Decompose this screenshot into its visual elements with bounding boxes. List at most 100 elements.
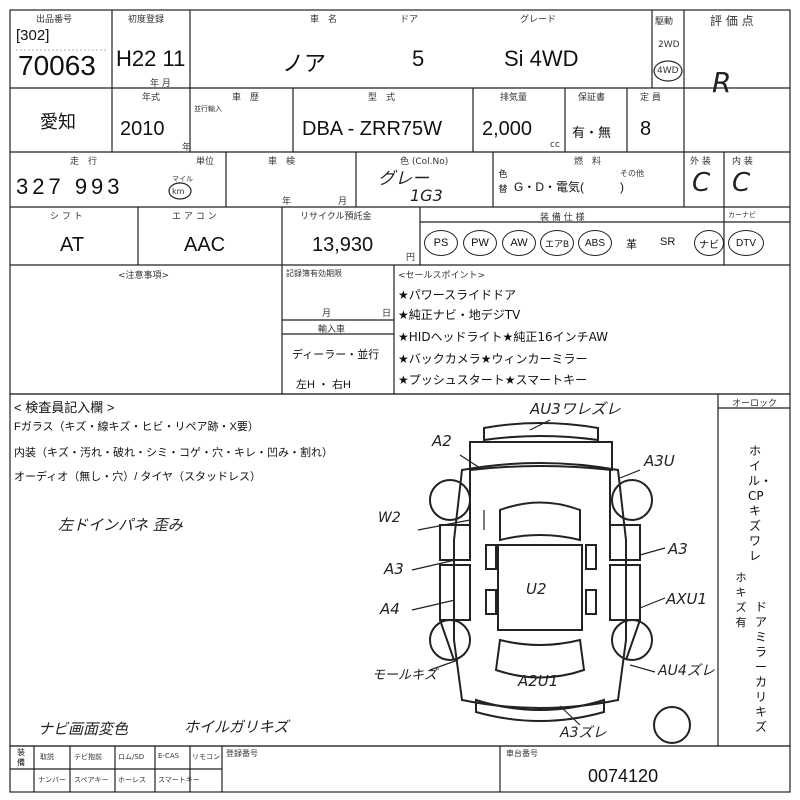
label-record-month: 月 [322,309,332,319]
interior-grade: C [732,168,751,198]
model-name: ノア [282,51,327,76]
sales-point: ★HIDヘッドライト★純正16インチAW [398,330,609,344]
label-warranty: 保証書 [578,93,606,103]
equip-aw: AW [502,230,536,256]
label-first-registration: 初度登録 [128,15,165,25]
grade: Si 4WD [504,46,579,71]
equip-sr: SR [660,236,676,248]
equip-abs: ABS [578,230,612,256]
label-notes: <注意事項> [118,271,170,281]
bottom-item: 取説 [40,753,54,761]
damage-mark: A3 [384,560,404,578]
recycle-fee: 13,930 [312,234,374,256]
import-dealer: ディーラー・並行 [292,349,380,361]
label-inspection: 車 歴 [232,93,260,103]
damage-mark: A3ズレ [560,725,607,741]
label-exterior: 外 装 [690,157,711,167]
label-import: 並行輸入 [194,105,222,113]
label-year-unit: 年 [182,143,192,153]
label-shaken: 車 検 [268,157,296,167]
label-sales-points: <セールスポイント> [398,271,486,281]
equip-navi: ナビ [694,230,724,256]
equip-airbag: エアB [540,230,574,256]
label-seats: 定 員 [640,93,661,103]
inspector-audio-tire: オーディオ（無し・穴）/ タイヤ（スタッドレス） [14,471,262,483]
warranty-options: 有・無 [572,125,612,140]
inspector-glass: Fガラス（キズ・線キズ・ヒビ・リペア跡・X要） [14,421,259,433]
label-cc-unit: cc [550,140,560,150]
drive-option-4wd: 4WD [657,66,679,76]
label-lot-number: 出品番号 [36,15,73,25]
damage-mark: モールキズ [372,668,438,683]
mileage: 327 993 [16,174,124,199]
label-month: 年 月 [150,79,171,89]
lot-number: 70063 [18,50,96,81]
label-record-day: 日 [382,309,392,319]
bottom-item: E-CAS [158,752,180,760]
prefecture: 愛知 [40,112,76,132]
damage-mark: A4 [380,600,400,618]
damage-mark: A2U1 [518,672,559,690]
label-mileage: 走 行 [70,157,98,167]
mileage-unit-miles: マイル [172,175,193,183]
bottom-item: ホーレス [118,776,146,784]
equip-pw: PW [463,230,497,256]
label-grade: グレード [520,15,557,25]
sales-point: ★バックカメラ★ウィンカーミラー [398,352,588,366]
label-car-navi: カーナビ [728,211,756,219]
displacement: 2,000 [482,118,533,140]
model-code: DBA - ZRR75W [302,118,443,140]
wheel-note-2: ホキズ有 [735,571,747,629]
sales-point: ★純正ナビ・地デジTV [398,308,521,322]
doors: 5 [412,46,425,71]
damage-mark: W2 [378,510,401,526]
label-color-change: 色替 [498,170,508,195]
mileage-unit-km: km [172,187,185,196]
first-registration: H22 11 [116,46,186,71]
aircon: AAC [184,234,226,256]
equip-leather: 革 [626,239,637,251]
exterior-grade: C [692,168,711,198]
label-equipment-bottom: 装備 [17,748,25,767]
color-code: 1G3 [410,186,443,205]
bottom-item: リモコン [192,753,220,761]
damage-mark: A3U [644,452,675,470]
label-chassis-number: 車台番号 [506,749,538,758]
inspector-section-title: < 検査員記入欄 > [14,400,115,415]
label-model-name: 車 名 [310,15,338,25]
damage-mark: U2 [526,580,547,598]
label-equipment: 装 備 仕 様 [540,213,585,223]
label-shaken-month: 月 [338,197,348,207]
label-doors: ドア [400,15,419,25]
label-score: 評 価 点 [710,14,754,28]
color: グレー [378,169,429,189]
mirror-note: ドアミラーカリキズ [754,600,767,734]
label-import-car: 輸入車 [318,325,346,335]
label-shift: シ フ ト [50,212,83,222]
label-fuel-other: その他 [620,169,644,178]
label-model-year: 年式 [142,93,161,103]
seats: 8 [640,118,652,140]
label-interior: 内 装 [732,157,753,167]
sales-point: ★プッシュスタート★スマートキー [398,373,588,387]
label-color: 色 (Col.No) [400,157,449,167]
label-drive: 駆動 [655,17,674,27]
bottom-item: ロム/SD [118,753,145,761]
label-shaken-year: 年 [282,197,292,207]
bottom-item: テビ抱前 [74,753,102,761]
drive-option-2wd: 2WD [658,40,680,50]
label-record-expiry: 記録簿有効期限 [286,269,342,278]
shift: AT [60,234,85,256]
bottom-item: スペアキー [74,776,109,784]
label-auto-lock: オーロック [732,399,778,409]
auction-code: [302] [16,27,50,44]
steering-side: 左H ・ 右H [296,379,351,391]
inspector-note-1: 左ドインパネ 歪み [58,516,183,534]
equip-dtv: DTV [728,230,764,256]
equip-ps: PS [424,230,458,256]
inspector-note-2: ナビ画面変色 [38,720,129,738]
fuel-options: G・D・電気( ) [514,180,624,194]
label-mileage-unit: 単位 [196,157,215,167]
